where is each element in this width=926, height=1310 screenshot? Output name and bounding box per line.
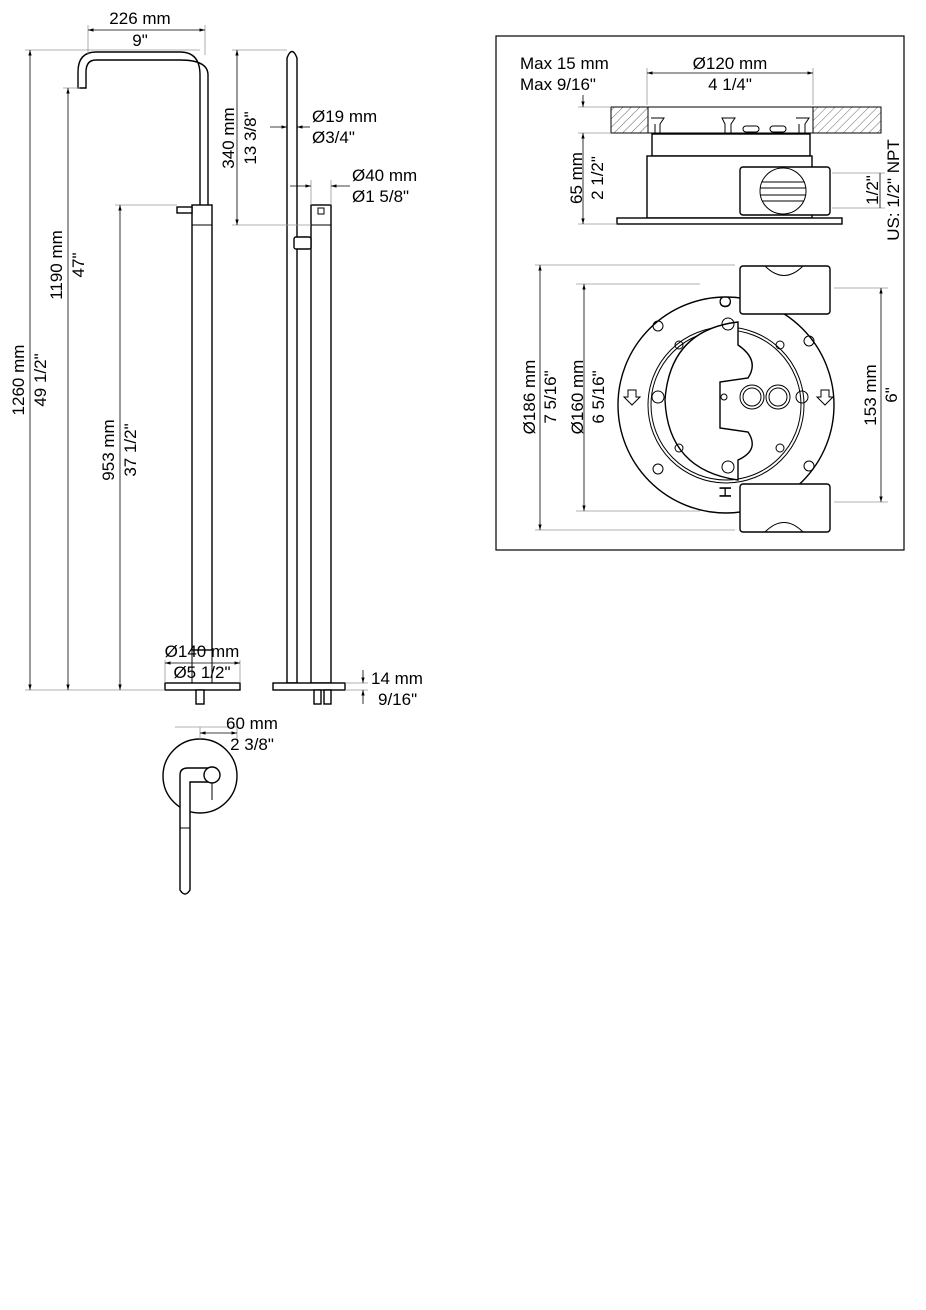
- flange-dia-mm: Ø186 mm: [520, 360, 539, 435]
- rough-in-panel: Max 15 mm Max 9/16" Ø120 mm 4 1/4" 65 mm…: [495, 35, 905, 551]
- ring-dia-in: 6 5/16": [589, 370, 608, 423]
- connector: [195, 689, 205, 705]
- offset-mm: 60 mm: [226, 714, 278, 733]
- flange: [617, 296, 835, 514]
- drop-mm: 340 mm: [219, 107, 238, 168]
- height-65-in: 2 1/2": [588, 156, 607, 200]
- top-lever: [179, 767, 213, 895]
- cold-inlet: [739, 265, 831, 315]
- base-thk-mm: 14 mm: [371, 669, 423, 688]
- dia-120-in: 4 1/4": [708, 75, 752, 94]
- total-height-in: 49 1/2": [31, 353, 50, 406]
- hot-inlet: [739, 483, 831, 533]
- base-dia-mm: Ø140 mm: [165, 642, 240, 661]
- side-lever: [293, 236, 312, 250]
- flange-dia-in: 7 5/16": [541, 370, 560, 423]
- width-mm: 226 mm: [109, 9, 170, 28]
- dia-120-mm: Ø120 mm: [693, 54, 768, 73]
- handle-height-mm: 953 mm: [99, 419, 118, 480]
- lever: [176, 206, 193, 214]
- base-plate: [164, 682, 241, 691]
- centers-in: 6": [882, 387, 901, 403]
- centers-mm: 153 mm: [861, 364, 880, 425]
- side-body: [310, 204, 332, 684]
- front-view: 226 mm 9" 1260 mm 49 1/2" 1190 mm 47" 95…: [9, 9, 241, 705]
- inlet-size: 1/2": [863, 175, 882, 205]
- ring-dia-mm: Ø160 mm: [568, 360, 587, 435]
- total-height-mm: 1260 mm: [9, 345, 28, 416]
- top-view: 60 mm 2 3/8": [162, 714, 278, 895]
- flow-arrow-icons: [622, 389, 835, 406]
- cold-label: C: [716, 296, 735, 308]
- handle-height-in: 37 1/2": [121, 423, 140, 476]
- spout-height-in: 47": [69, 253, 88, 278]
- side-base-plate: [272, 682, 346, 691]
- height-65-mm: 65 mm: [567, 152, 586, 204]
- max-mm: Max 15 mm: [520, 54, 609, 73]
- faucet-body: [191, 204, 213, 651]
- body-dia-in: Ø1 5/8": [352, 187, 409, 206]
- pipe-dia-mm: Ø19 mm: [312, 107, 377, 126]
- spout: [77, 51, 209, 205]
- base-dia-in: Ø5 1/2": [173, 663, 230, 682]
- side-view: 340 mm 13 3/8" Ø19 mm Ø3/4" Ø40 mm Ø1 5/…: [219, 49, 423, 709]
- drop-in: 13 3/8": [241, 111, 260, 164]
- width-in: 9": [132, 31, 148, 50]
- offset-in: 2 3/8": [230, 735, 274, 754]
- base-thk-in: 9/16": [378, 690, 417, 709]
- spout-height-mm: 1190 mm: [47, 230, 66, 300]
- pipe-dia-in: Ø3/4": [312, 128, 355, 147]
- max-in: Max 9/16": [520, 75, 596, 94]
- cutout: [664, 321, 753, 481]
- hot-label: H: [716, 486, 735, 498]
- side-spout: [286, 50, 298, 684]
- body-dia-mm: Ø40 mm: [352, 166, 417, 185]
- inlet-us-npt: US: 1/2" NPT: [884, 139, 903, 240]
